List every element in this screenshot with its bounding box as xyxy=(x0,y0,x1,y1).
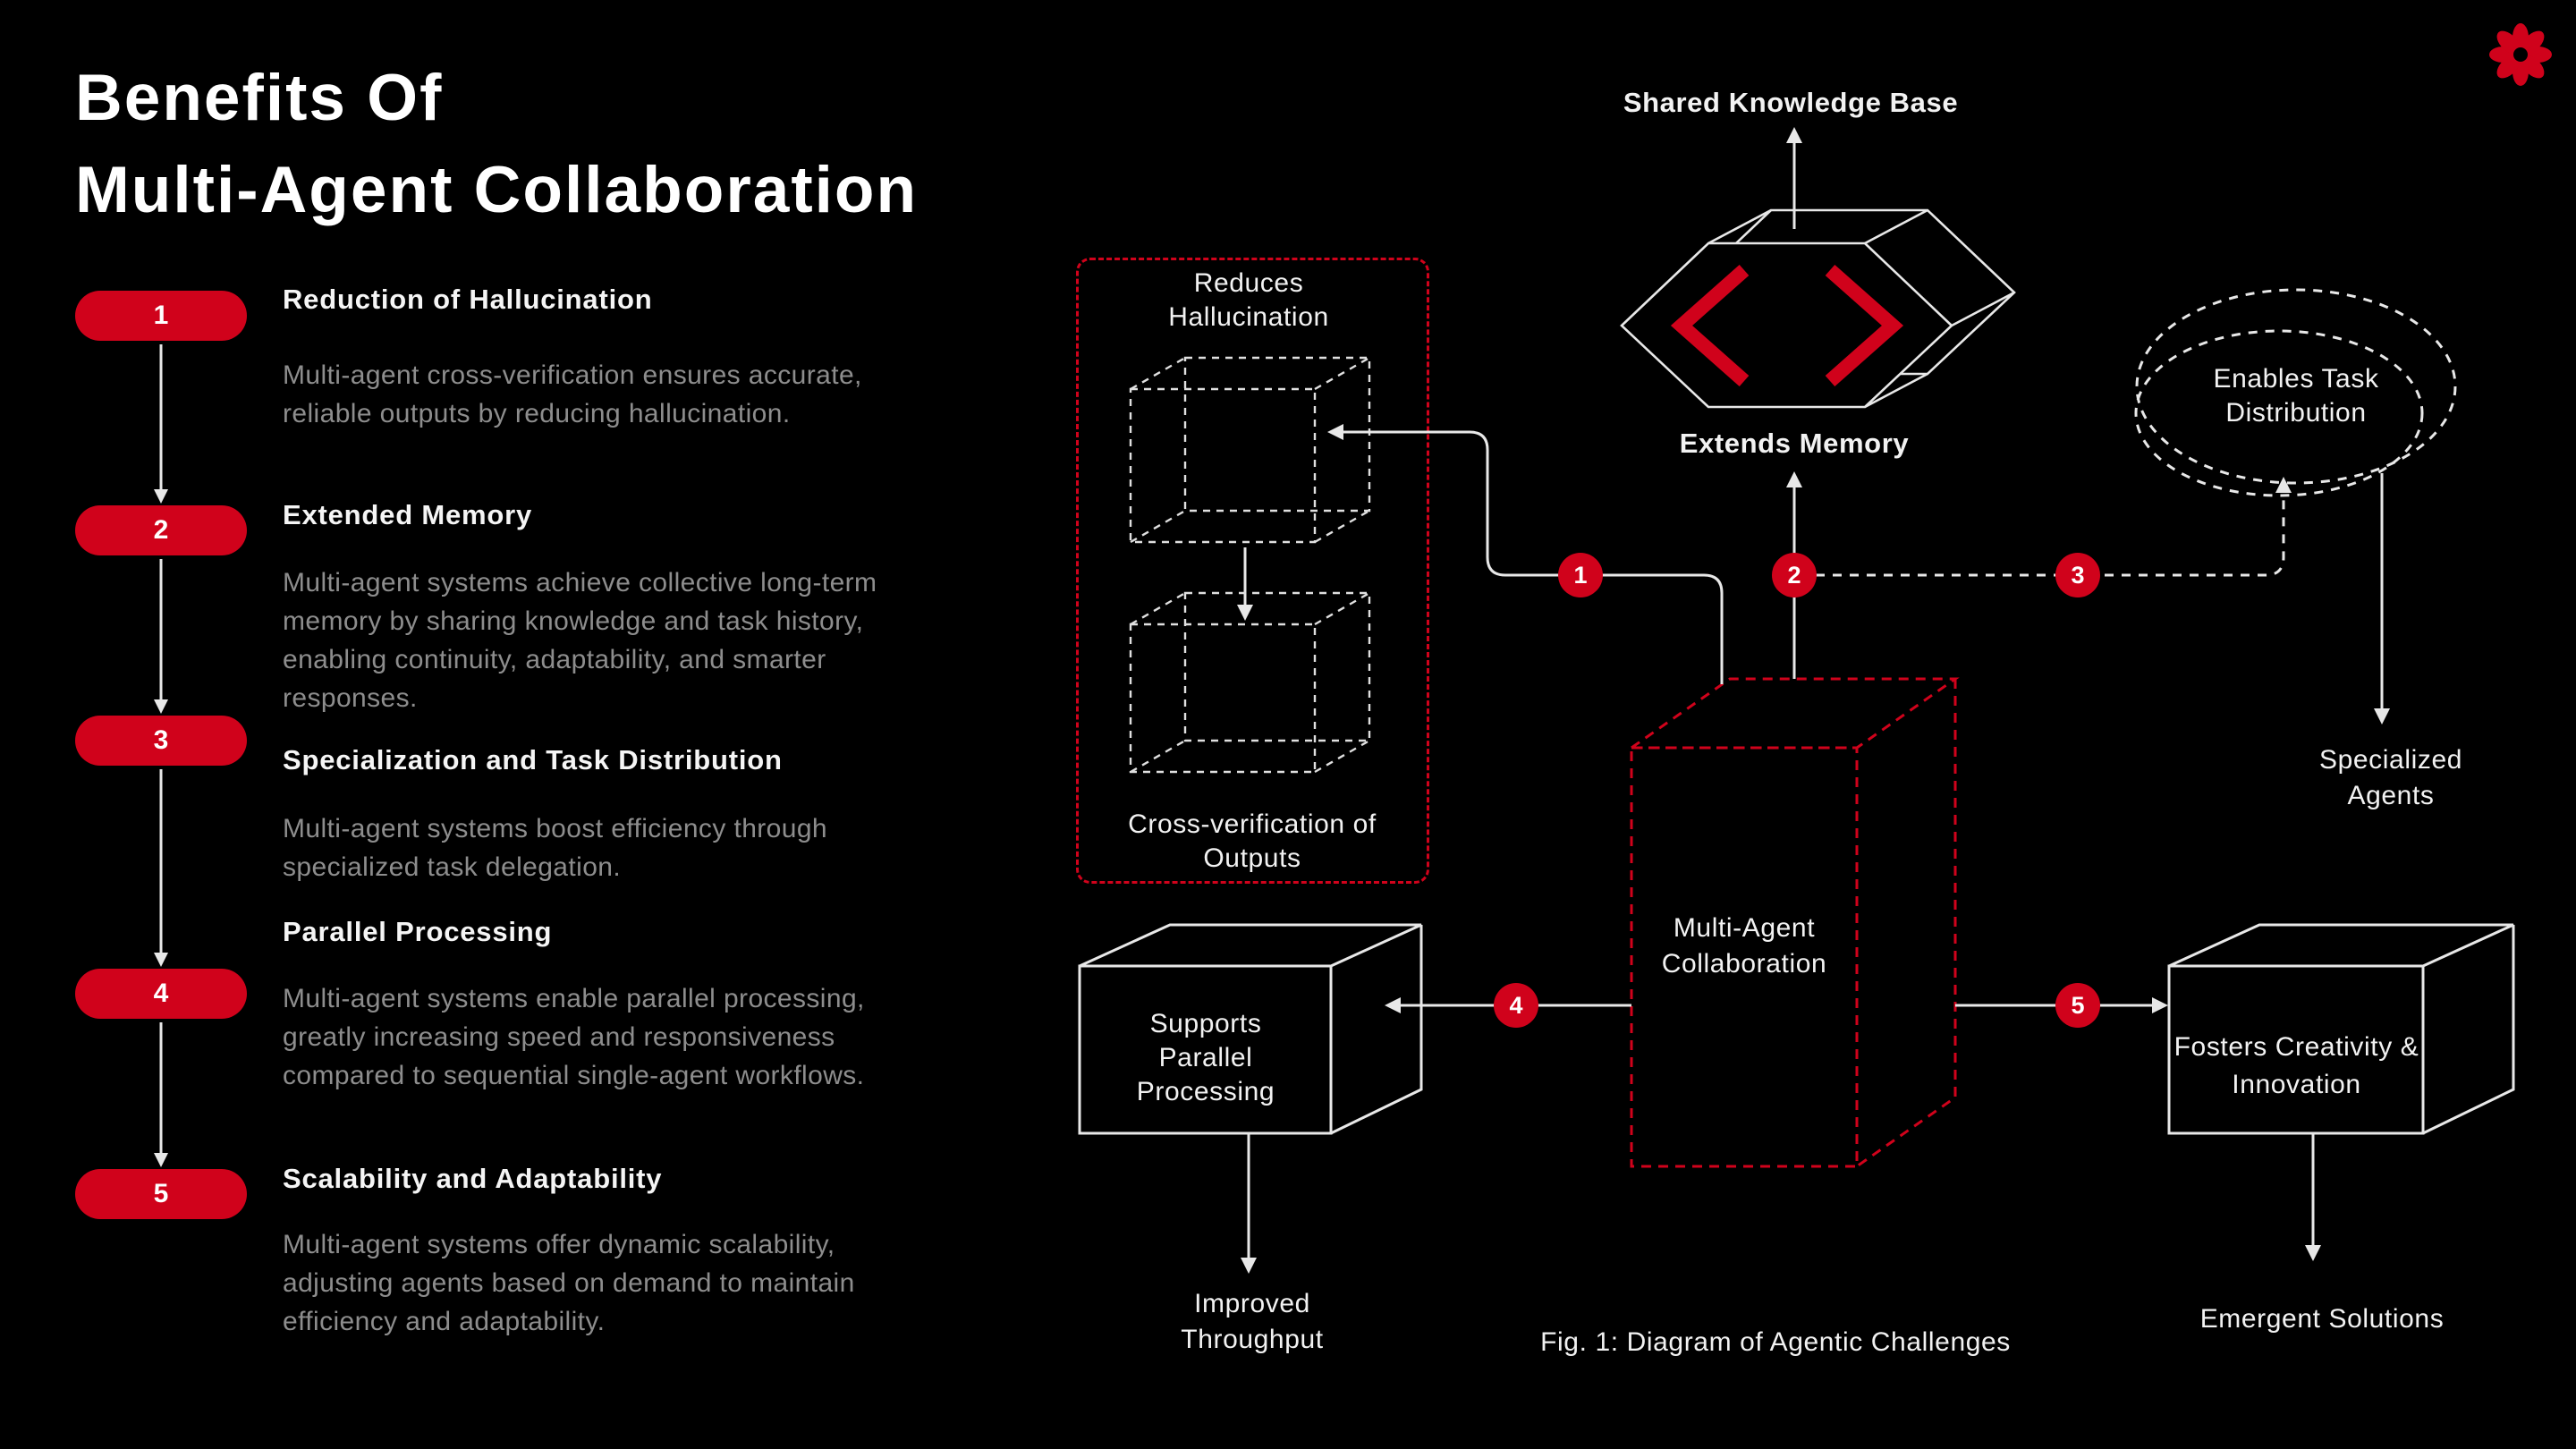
benefit-heading-2: Extended Memory xyxy=(283,499,533,530)
benefit-number: 2 xyxy=(153,515,169,545)
benefit-description-2: Multi-agent systems achieve collective l… xyxy=(283,568,877,713)
parallel-processing-box xyxy=(1078,923,1423,1135)
connector-badge-4: 4 xyxy=(1494,983,1538,1028)
verification-cube-bottom xyxy=(1129,591,1371,774)
node-specialized-agents: Specialized Agents xyxy=(2318,745,2463,810)
brand-flower-icon xyxy=(2489,23,2552,86)
node-fosters-creativity: Fosters Creativity & Innovation xyxy=(2174,1032,2419,1099)
benefit-number: 5 xyxy=(153,1179,169,1208)
node-multi-agent-collaboration: Multi-Agent Collaboration xyxy=(1661,913,1827,979)
task-distribution-ellipse xyxy=(2134,288,2457,497)
node-shared-knowledge-base: Shared Knowledge Base xyxy=(1623,87,1959,118)
benefit-description-4: Multi-agent systems enable parallel proc… xyxy=(283,984,865,1090)
benefit-heading-3: Specialization and Task Distribution xyxy=(283,744,783,775)
benefit-heading-5: Scalability and Adaptability xyxy=(283,1163,663,1194)
verification-cube-top xyxy=(1129,356,1371,544)
benefit-heading-4: Parallel Processing xyxy=(283,916,553,947)
node-supports-parallel-processing: Supports Parallel Processing xyxy=(1136,1009,1275,1106)
benefit-number: 4 xyxy=(153,979,169,1008)
benefit-description-1: Multi-agent cross-verification ensures a… xyxy=(283,360,862,428)
connector-badge-2: 2 xyxy=(1772,553,1817,597)
connector-badge-3: 3 xyxy=(2055,553,2100,597)
benefit-heading-1: Reduction of Hallucination xyxy=(283,284,653,315)
creativity-box xyxy=(2167,923,2515,1135)
collaboration-box xyxy=(1627,677,1960,1168)
connector-badge-1: 1 xyxy=(1558,553,1603,597)
emergent-solutions-arrow xyxy=(2305,1133,2321,1261)
right-bracket-icon xyxy=(1825,265,1904,386)
node-cross-verification: Cross-verification of Outputs xyxy=(1128,809,1377,873)
connector-3 xyxy=(1816,477,2292,577)
page-title: Benefits Of Multi-Agent Collaboration xyxy=(75,52,918,236)
benefit-flow-arrows xyxy=(154,344,168,1167)
page-title-line2: Multi-Agent Collaboration xyxy=(75,154,919,226)
shared-knowledge-arrow xyxy=(1786,127,1802,229)
cube-to-cube-arrow xyxy=(1237,547,1253,621)
connector-badge-5: 5 xyxy=(2055,983,2100,1028)
benefit-pill-3: 3 xyxy=(75,716,247,766)
node-emergent-solutions: Emergent Solutions xyxy=(2199,1304,2445,1334)
page-title-line1: Benefits Of xyxy=(75,62,444,134)
benefit-pill-5: 5 xyxy=(75,1169,247,1219)
benefit-description-5: Multi-agent systems offer dynamic scalab… xyxy=(283,1230,855,1336)
benefit-description-3: Multi-agent systems boost efficiency thr… xyxy=(283,814,828,882)
left-bracket-icon xyxy=(1670,265,1750,386)
node-extends-memory: Extends Memory xyxy=(1679,428,1910,459)
node-reduces-hallucination: Reduces Hallucination xyxy=(1168,268,1329,332)
node-improved-throughput: Improved Throughput xyxy=(1181,1289,1324,1354)
benefit-number: 3 xyxy=(153,725,169,755)
reduces-hallucination-panel xyxy=(1076,258,1429,884)
connector-1 xyxy=(1327,424,1724,684)
benefit-pill-4: 4 xyxy=(75,969,247,1019)
benefit-number: 1 xyxy=(153,301,169,330)
node-enables-task-distribution: Enables Task Distribution xyxy=(2213,364,2379,428)
improved-throughput-arrow xyxy=(1241,1133,1257,1274)
benefit-pill-1: 1 xyxy=(75,291,247,341)
specialized-agents-arrow xyxy=(2374,473,2390,724)
memory-hexagon xyxy=(1620,208,2016,409)
connector-5 xyxy=(1955,997,2168,1013)
benefit-pill-2: 2 xyxy=(75,505,247,555)
figure-caption: Fig. 1: Diagram of Agentic Challenges xyxy=(1540,1327,2011,1357)
